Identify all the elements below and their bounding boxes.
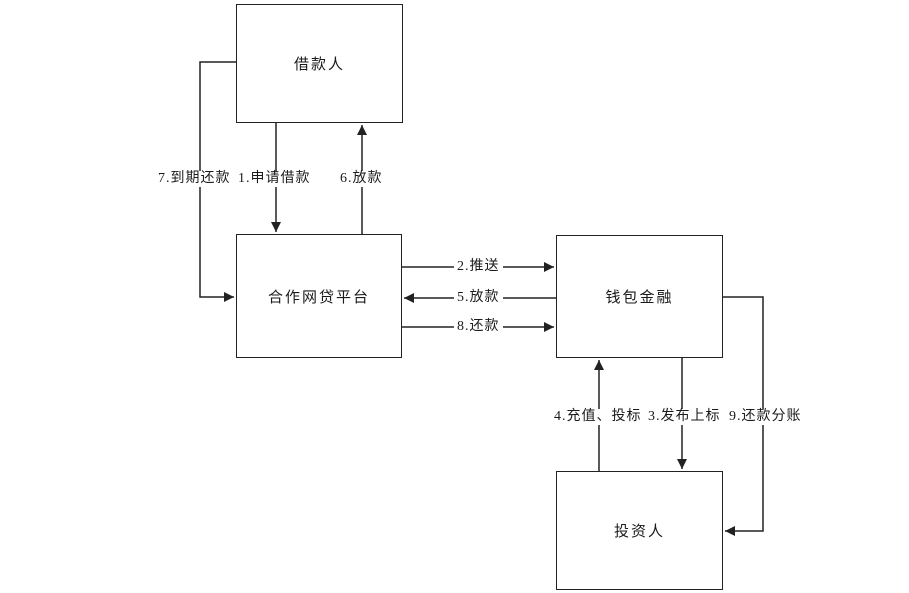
edge-label-push: 2.推送 <box>454 259 503 275</box>
edge-label-disburse-borrower: 6.放款 <box>339 171 384 187</box>
node-borrower-label: 借款人 <box>293 57 345 73</box>
node-wallet-finance-label: 钱包金融 <box>605 290 674 306</box>
edge-label-apply-loan: 1.申请借款 <box>237 171 312 187</box>
node-wallet-finance: 钱包金融 <box>556 235 723 358</box>
edge-label-repay: 8.还款 <box>454 319 503 335</box>
edge-label-recharge-bid: 4.充值、投标 <box>553 409 643 425</box>
node-lending-platform-label: 合作网贷平台 <box>267 289 370 306</box>
node-borrower: 借款人 <box>236 4 403 123</box>
edge-label-publish-listing: 3.发布上标 <box>647 409 722 425</box>
edge-label-repay-at-maturity: 7.到期还款 <box>157 171 232 187</box>
node-investor: 投资人 <box>556 471 723 590</box>
edge-label-disburse-platform: 5.放款 <box>454 290 503 306</box>
edge-label-repayment-split: 9.还款分账 <box>728 409 803 425</box>
node-investor-label: 投资人 <box>613 524 665 540</box>
node-lending-platform: 合作网贷平台 <box>236 234 402 358</box>
